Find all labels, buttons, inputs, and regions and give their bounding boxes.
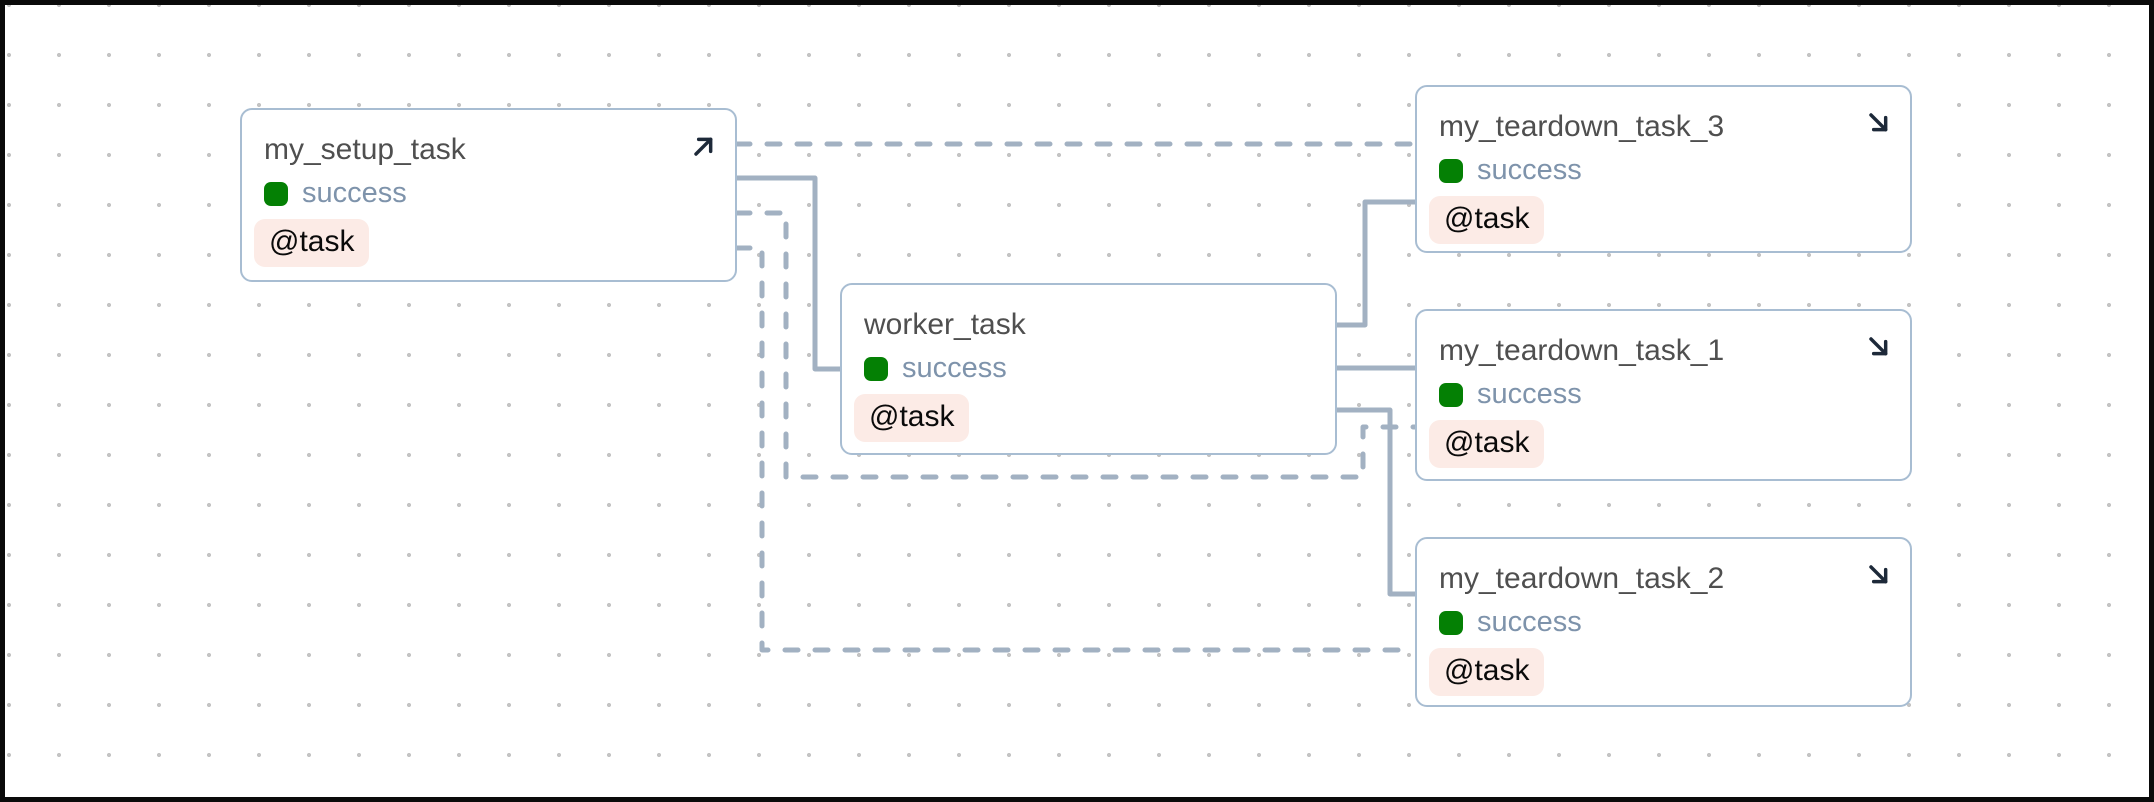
task-title: my_setup_task: [264, 133, 466, 166]
task-status-label: success: [1477, 378, 1582, 410]
task-node-my_teardown_task_1[interactable]: my_teardown_task_1 success @task: [1415, 309, 1912, 481]
arrow-down-right-icon: [1863, 107, 1895, 139]
edge-my_setup_task-to-my_teardown_task_1: [734, 210, 1418, 480]
task-node-my_setup_task[interactable]: my_setup_task success @task: [240, 108, 737, 282]
task-title: worker_task: [864, 308, 1026, 341]
success-status-square-icon: [1439, 610, 1463, 635]
success-status-square-icon: [1439, 158, 1463, 183]
task-title: my_teardown_task_1: [1439, 334, 1725, 367]
task-status-label: success: [1477, 606, 1582, 638]
task-decorator-badge: @task: [1429, 196, 1545, 244]
task-status-row: success: [1439, 606, 1888, 639]
arrow-up-right-icon: [688, 130, 720, 162]
task-decorator-badge: @task: [854, 394, 970, 442]
task-status-label: success: [902, 352, 1007, 384]
task-title: my_teardown_task_2: [1439, 562, 1725, 595]
task-node-my_teardown_task_3[interactable]: my_teardown_task_3 success @task: [1415, 85, 1912, 253]
task-status-label: success: [1477, 154, 1582, 186]
task-node-my_teardown_task_2[interactable]: my_teardown_task_2 success @task: [1415, 537, 1912, 707]
task-status-row: success: [264, 177, 713, 210]
edge-worker_task-to-my_teardown_task_2: [1334, 407, 1418, 597]
success-status-square-icon: [264, 181, 288, 206]
task-node-worker_task[interactable]: worker_task success @task: [840, 283, 1337, 455]
arrow-down-right-icon: [1863, 331, 1895, 363]
edge-layer: [734, 141, 1418, 653]
arrow-down-right-icon: [1863, 559, 1895, 591]
task-decorator-badge: @task: [1429, 648, 1545, 696]
task-status-row: success: [1439, 378, 1888, 411]
edge-my_setup_task-to-worker_task: [734, 175, 843, 372]
task-decorator-badge: @task: [254, 219, 370, 267]
edge-worker_task-to-my_teardown_task_3: [1334, 199, 1418, 328]
task-decorator-badge: @task: [1429, 420, 1545, 468]
task-status-label: success: [302, 177, 407, 209]
task-status-row: success: [864, 352, 1313, 385]
edge-my_setup_task-to-my_teardown_task_2: [734, 245, 1418, 653]
success-status-square-icon: [1439, 382, 1463, 407]
task-title: my_teardown_task_3: [1439, 110, 1725, 143]
success-status-square-icon: [864, 356, 888, 381]
task-status-row: success: [1439, 154, 1888, 187]
